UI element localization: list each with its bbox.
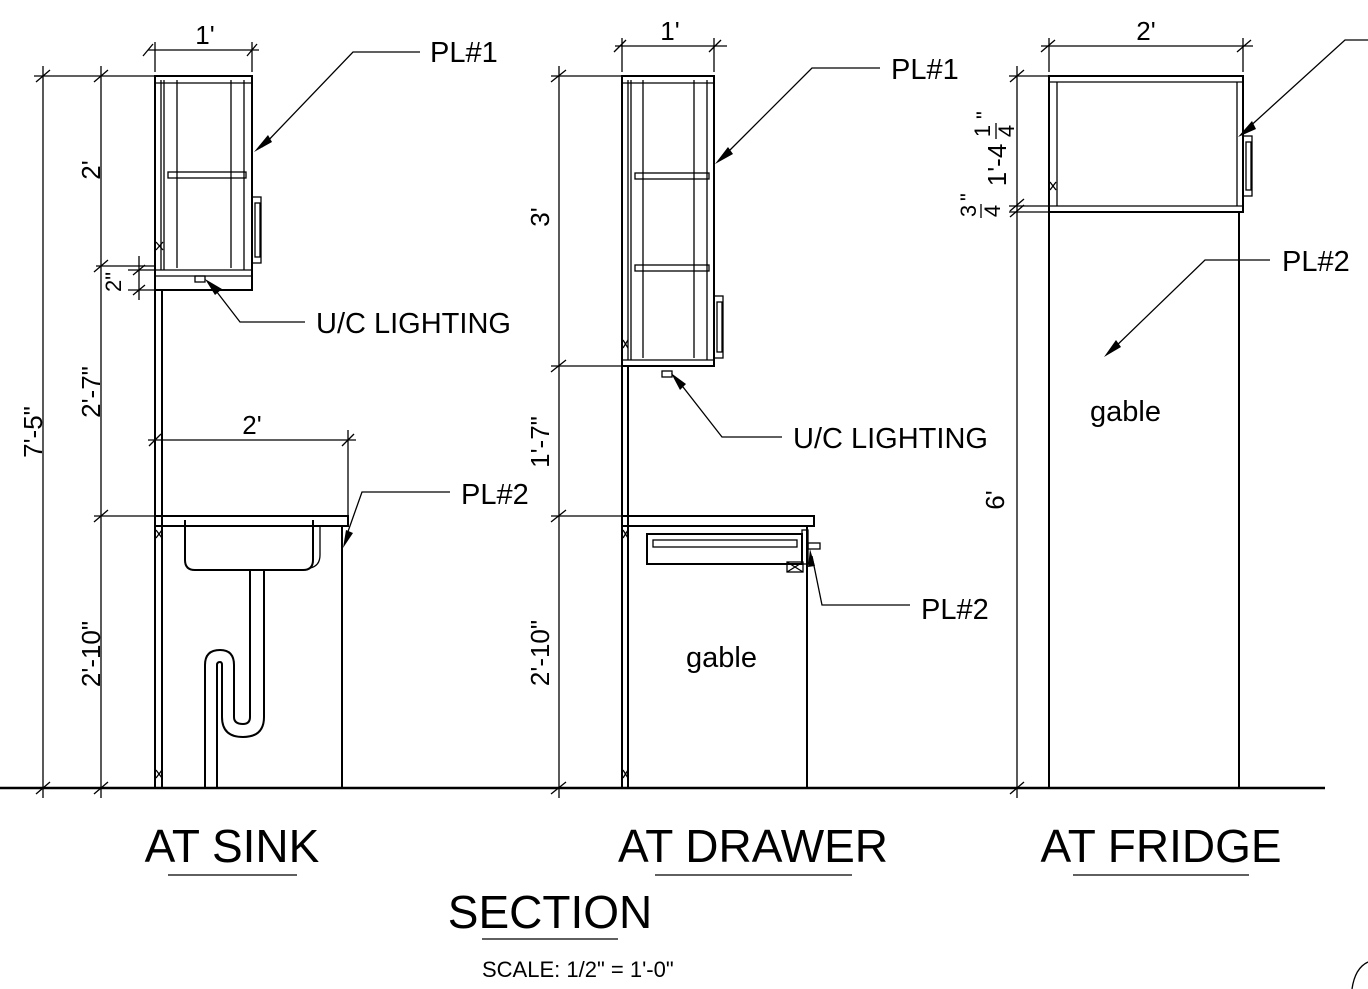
section-title: SECTION (448, 886, 652, 938)
sink-upper-height: 2' (76, 160, 106, 179)
svg-text:4: 4 (994, 125, 1019, 137)
drawer-base-height: 2'-10" (525, 620, 555, 686)
svg-text:3: 3 (956, 205, 981, 217)
sink-pl2-label: PL#2 (461, 479, 529, 511)
fridge-gap-dim: 3 4 " (956, 193, 1005, 218)
fridge-pl2-label: PL#2 (1282, 246, 1350, 278)
drawer-gable-label: gable (686, 642, 757, 674)
sink-backsplash-dim: 2'-7" (76, 366, 106, 418)
sink-counter-width: 2' (242, 410, 261, 440)
drawer-upper-height: 3' (525, 207, 555, 226)
sink-title: AT SINK (145, 820, 320, 872)
svg-text:1'-4: 1'-4 (982, 144, 1012, 187)
fridge-gable-label: gable (1090, 396, 1161, 428)
svg-text:4: 4 (980, 205, 1005, 217)
fridge-title: AT FRIDGE (1040, 820, 1281, 872)
sink-gap-dim: 2" (101, 272, 126, 292)
drawer-pl2-label: PL#2 (921, 594, 989, 626)
sink-top-width: 1' (195, 20, 214, 50)
svg-text:1: 1 (970, 125, 995, 137)
svg-text:": " (972, 111, 997, 119)
sink-pl1-label: PL#1 (430, 37, 498, 69)
sink-base-height: 2'-10" (76, 621, 106, 687)
fridge-top-width: 2' (1136, 16, 1155, 46)
fridge-upper-height: 1'-4 1 4 " (970, 111, 1019, 186)
sink-lighting-label: U/C LIGHTING (316, 308, 511, 340)
drawer-title: AT DRAWER (618, 820, 888, 872)
drawer-pl1-label: PL#1 (891, 54, 959, 86)
fridge-gable-height: 6' (980, 490, 1010, 509)
svg-text:": " (956, 193, 981, 201)
fridge-section (1009, 38, 1368, 989)
drawer-top-width: 1' (660, 16, 679, 46)
sink-overall-height: 7'-5" (18, 406, 48, 458)
drawer-section (550, 38, 910, 798)
scale-note: SCALE: 1/2" = 1'-0" (482, 957, 674, 982)
sink-section (34, 42, 450, 798)
drawer-backsplash-dim: 1'-7" (525, 416, 555, 468)
drawer-lighting-label: U/C LIGHTING (793, 423, 988, 455)
